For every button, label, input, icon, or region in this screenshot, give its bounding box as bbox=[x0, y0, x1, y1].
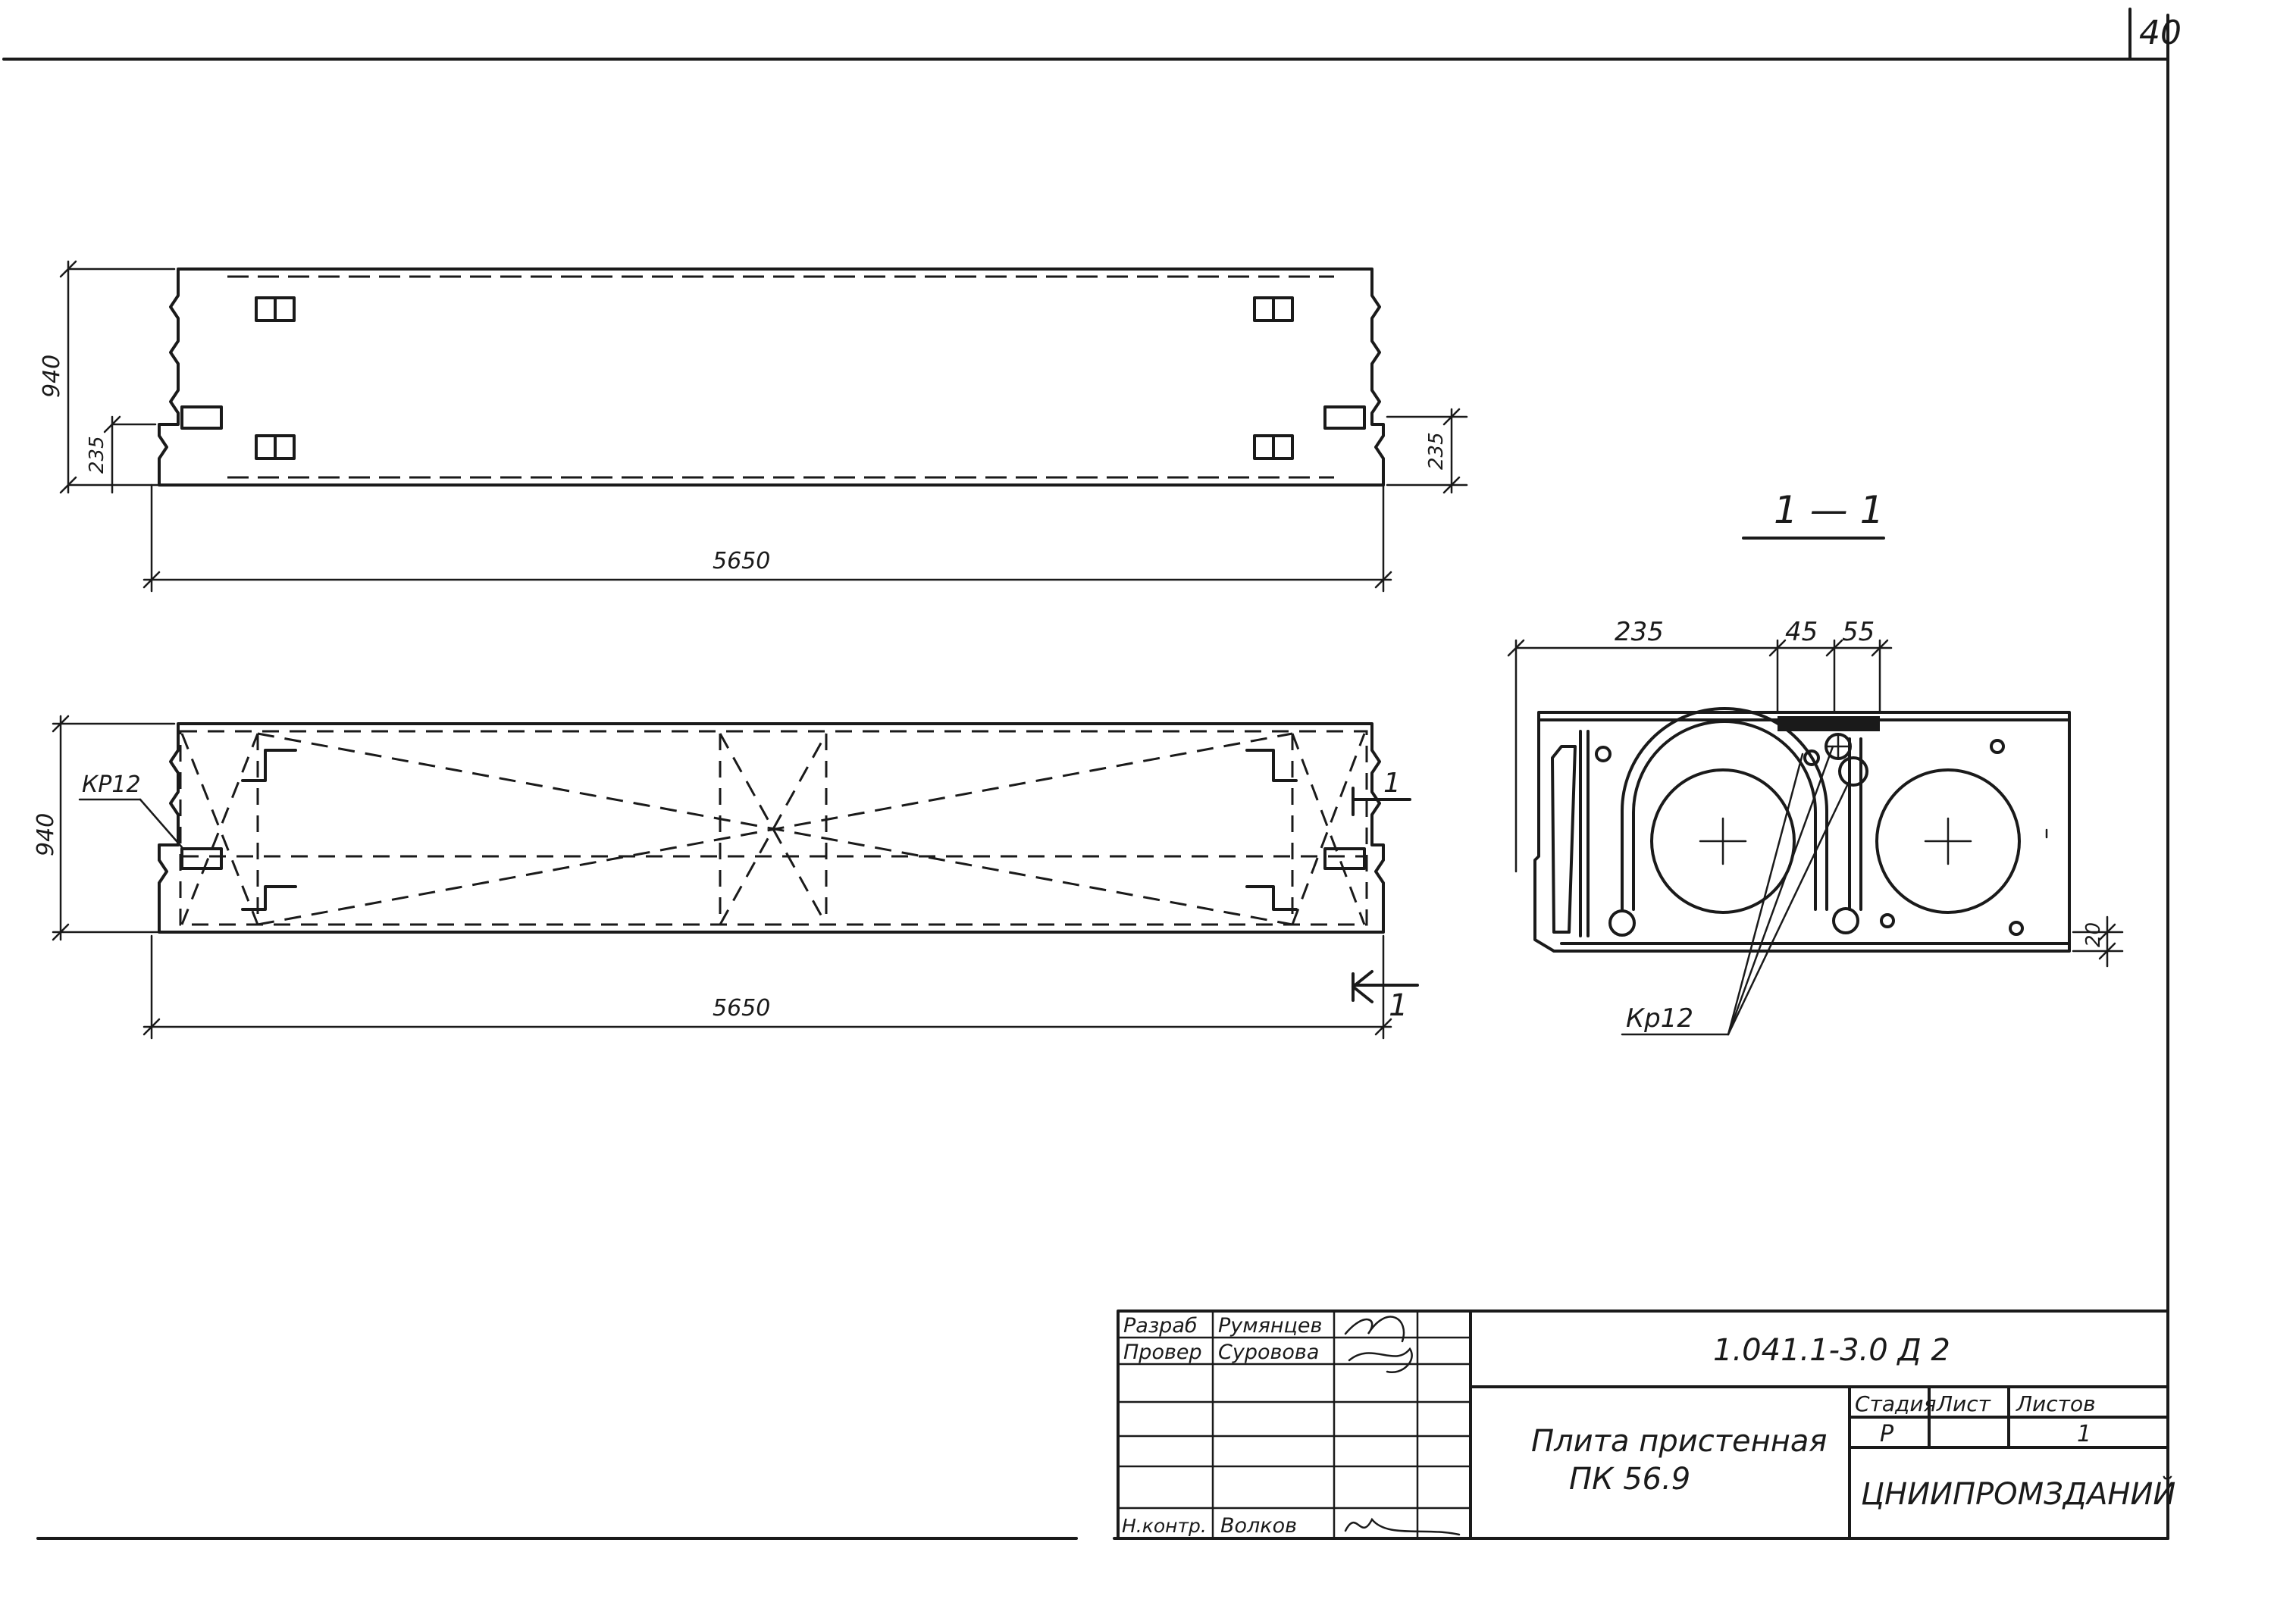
sheet-number: 40 bbox=[2139, 14, 2182, 52]
tb-sheets-value: 1 bbox=[2077, 1421, 2091, 1447]
plan-top-right-235-dim: 235 bbox=[1425, 432, 1448, 470]
kr12-callout-plan: КР12 bbox=[78, 771, 183, 849]
section-dim-20: 20 bbox=[2082, 922, 2105, 947]
tb-stage-label: Стадия bbox=[1855, 1391, 1936, 1416]
lifting-hooks-bottom bbox=[180, 749, 1366, 911]
tb-product-line2: ПК 56.9 bbox=[1569, 1462, 1690, 1497]
tb-sheet-label: Лист bbox=[1936, 1391, 1991, 1416]
section-1-1: 1 — 1 bbox=[1507, 488, 2124, 1036]
signatures bbox=[1344, 1316, 1461, 1536]
hollow-core-2 bbox=[1875, 768, 2021, 914]
tb-name-6: Волков bbox=[1220, 1514, 1297, 1538]
plan-top-shear-keys bbox=[227, 275, 1334, 479]
plan-bottom-view: 1 1 КР12 940 5650 bbox=[33, 715, 1419, 1040]
title-block: Разраб Румянцев Провер Суровова Н.контр.… bbox=[1117, 1310, 2175, 1540]
section-cut-mark: 1 1 bbox=[1352, 768, 1419, 1023]
embedded-plate bbox=[1778, 716, 1880, 731]
section-title: 1 — 1 bbox=[1774, 488, 1884, 532]
tb-sheets-label: Листов bbox=[2016, 1391, 2096, 1416]
plan-top-left-235-dim: 235 bbox=[86, 436, 108, 474]
plan-bottom-length-dim: 5650 bbox=[713, 995, 770, 1022]
plan-top-height-dim: 940 bbox=[39, 355, 65, 398]
tb-stage-value: Р bbox=[1880, 1421, 1894, 1447]
plan-top-view: 940 235 235 5650 bbox=[39, 260, 1468, 593]
section-kr12-label: Кр12 bbox=[1626, 1003, 1693, 1034]
plan-bottom-height-dim: 940 bbox=[33, 813, 59, 856]
section-dim-45: 45 bbox=[1785, 617, 1818, 647]
plan-bottom-kr12-label: КР12 bbox=[82, 771, 141, 798]
tb-role-1: Разраб bbox=[1123, 1314, 1198, 1338]
tb-doc-code: 1.041.1-3.0 Д 2 bbox=[1713, 1333, 1950, 1368]
reinforcement-dashed-lines bbox=[179, 730, 1368, 926]
sheet-frame: 40 bbox=[2, 8, 2182, 1540]
section-dim-235: 235 bbox=[1615, 617, 1664, 647]
tb-organization: ЦНИИПРОМЗДАНИЙ bbox=[1861, 1475, 2175, 1512]
plan-top-length-dim: 5650 bbox=[713, 548, 770, 574]
tb-name-1: Румянцев bbox=[1218, 1314, 1322, 1338]
lifting-loops-top bbox=[180, 296, 1366, 460]
section-mark-label-top: 1 bbox=[1383, 768, 1401, 799]
tb-name-2: Суровова bbox=[1218, 1341, 1319, 1364]
plan-top-dimensions: 940 235 235 5650 bbox=[39, 260, 1468, 593]
section-mark-label-bottom: 1 bbox=[1389, 988, 1408, 1023]
hollow-core-1 bbox=[1650, 768, 1796, 914]
tb-role-6: Н.контр. bbox=[1122, 1515, 1207, 1537]
section-dim-55: 55 bbox=[1842, 617, 1875, 647]
plan-bottom-dimensions: 940 5650 bbox=[33, 715, 1392, 1040]
tb-role-2: Провер bbox=[1123, 1341, 1202, 1364]
tb-product-line1: Плита пристенная bbox=[1531, 1424, 1828, 1459]
